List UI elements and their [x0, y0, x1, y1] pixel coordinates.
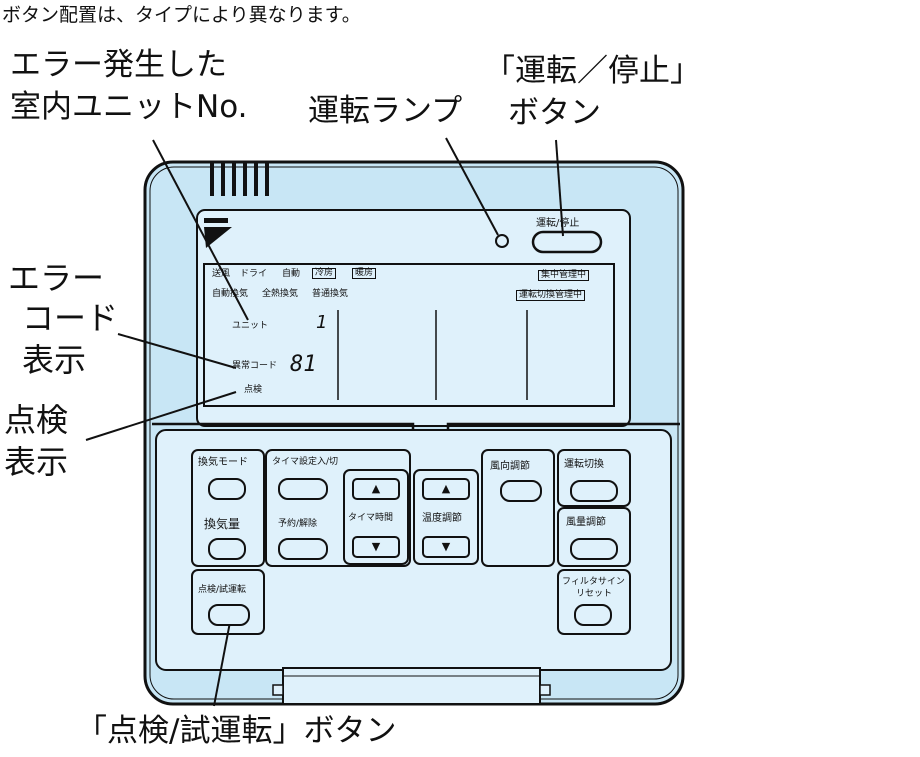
airflow-direction-button[interactable]	[500, 480, 542, 502]
callout-error-unit-line1: エラー発生した	[10, 47, 227, 83]
timer-down-button[interactable]: ▼	[352, 536, 400, 558]
lcd-unit-value: 1	[316, 312, 328, 333]
run-stop-label: 運転/停止	[536, 218, 580, 229]
hinge	[282, 667, 541, 705]
callout-error-code-line1: エラー	[8, 259, 105, 297]
timer-set-button[interactable]	[278, 478, 328, 500]
callout-inspection-line2: 表示	[4, 443, 69, 481]
group-timer-arrows	[343, 469, 409, 565]
callout-error-unit-line2: 室内ユニットNo.	[10, 89, 248, 125]
callout-run-stop-line2: ボタン	[508, 95, 601, 131]
fan-speed-label: 風量調節	[566, 517, 606, 528]
group-vent	[191, 449, 265, 567]
leader-lines	[85, 137, 564, 707]
vent-volume-label: 換気量	[204, 517, 241, 531]
vent-mode-button[interactable]	[208, 478, 246, 500]
lcd-vent-auto: 自動換気	[212, 289, 249, 299]
leader-error-unit	[152, 139, 249, 321]
reserve-cancel-button[interactable]	[278, 538, 328, 560]
group-temp	[413, 469, 479, 565]
filter-sign-label-line1: フィルタサイン	[562, 577, 625, 587]
lcd-vent-normal: 普通換気	[312, 289, 349, 299]
run-stop-button[interactable]	[533, 232, 601, 252]
run-lamp	[495, 234, 509, 248]
speaker-grill	[210, 162, 269, 196]
timer-up-button[interactable]: ▲	[352, 478, 400, 500]
group-fan	[557, 507, 631, 567]
mode-switch-label: 運転切換	[564, 459, 604, 470]
inspect-test-button[interactable]	[208, 604, 250, 626]
filter-reset-button[interactable]	[574, 604, 612, 626]
group-mode	[557, 449, 631, 507]
lcd-mode-cool: 冷房	[312, 268, 337, 279]
reserve-cancel-label: 予約/解除	[278, 519, 318, 529]
lcd-mode-fan: 送風	[212, 269, 231, 279]
leader-run-lamp	[445, 137, 499, 236]
fan-speed-button[interactable]	[570, 538, 618, 560]
header-note: ボタン配置は、タイプにより異なります。	[2, 4, 361, 26]
leader-run-stop	[555, 139, 564, 237]
leader-error-code	[117, 333, 237, 369]
lcd-display	[203, 263, 615, 407]
group-timer	[265, 449, 411, 567]
temp-adjust-label: 温度調節	[422, 513, 462, 524]
timer-adjust-label: タイマ時間	[348, 513, 394, 523]
leader-inspect-test	[213, 621, 231, 707]
group-airflow	[481, 449, 555, 567]
run-stop-button-shape	[531, 230, 603, 254]
lcd-error-code-value: 81	[290, 352, 317, 377]
temp-up-button[interactable]: ▲	[422, 478, 470, 500]
lcd-inspect-label: 点検	[244, 385, 263, 395]
lcd-mode-auto: 自動	[282, 269, 301, 279]
lcd-error-code-label: 異常コード	[232, 361, 278, 371]
callout-inspection-line1: 点検	[4, 401, 69, 439]
vent-mode-label: 換気モード	[198, 457, 248, 468]
airflow-direction-label: 風向調節	[490, 461, 530, 472]
callout-error-code-line3: 表示	[22, 341, 87, 379]
callout-inspect-test: 「点検/試運転」ボタン	[76, 713, 397, 749]
lcd-central-badge: 集中管理中	[538, 270, 590, 281]
vent-volume-button[interactable]	[208, 538, 246, 560]
lcd-mode-dry: ドライ	[240, 269, 268, 279]
leader-inspection	[85, 391, 237, 441]
inspect-test-label: 点検/試運転	[198, 585, 247, 595]
lcd-vent-badge: 運転切換管理中	[516, 290, 586, 301]
mode-switch-button[interactable]	[570, 480, 618, 502]
lcd-vent-total-heat: 全熱換気	[262, 289, 299, 299]
filter-sign-label-line2: リセット	[576, 589, 613, 599]
timer-set-label: タイマ設定入/切	[272, 457, 339, 467]
brand-logo	[204, 227, 232, 248]
temp-down-button[interactable]: ▼	[422, 536, 470, 558]
callout-run-stop-line1: 「運転／停止」	[484, 53, 701, 89]
callout-error-code-line2: コード	[22, 299, 119, 337]
callout-run-lamp: 運転ランプ	[308, 93, 463, 129]
lcd-mode-heat: 暖房	[352, 268, 377, 279]
lcd-unit-label: ユニット	[232, 321, 269, 331]
group-filter	[557, 569, 631, 635]
